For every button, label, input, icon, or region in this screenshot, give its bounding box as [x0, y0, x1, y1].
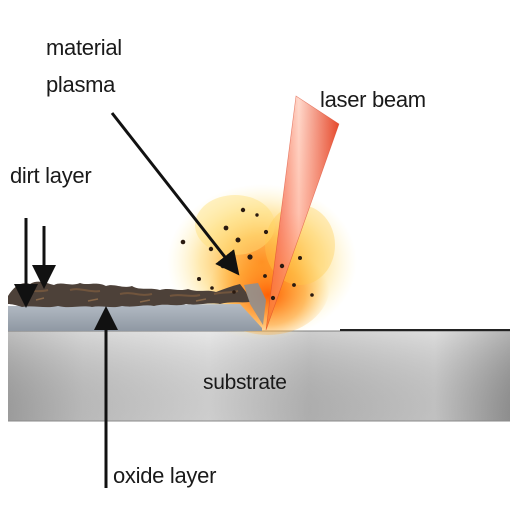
label-substrate: substrate: [203, 371, 287, 394]
arrows: [14, 112, 240, 488]
label-laser-beam: laser beam: [320, 87, 426, 112]
label-material: material: [46, 35, 122, 60]
oxide-layer: [8, 304, 262, 331]
label-plasma: plasma: [46, 72, 116, 97]
substrate-block: [8, 330, 510, 422]
label-dirt-layer: dirt layer: [10, 163, 92, 188]
label-oxide-layer: oxide layer: [113, 463, 217, 488]
laser-beam-cone: [265, 95, 340, 331]
dirt-highlights: [35, 297, 207, 303]
plasma-arrow: [110, 112, 240, 276]
dirt-layer: [8, 281, 250, 308]
ablation-edge: [244, 283, 266, 325]
